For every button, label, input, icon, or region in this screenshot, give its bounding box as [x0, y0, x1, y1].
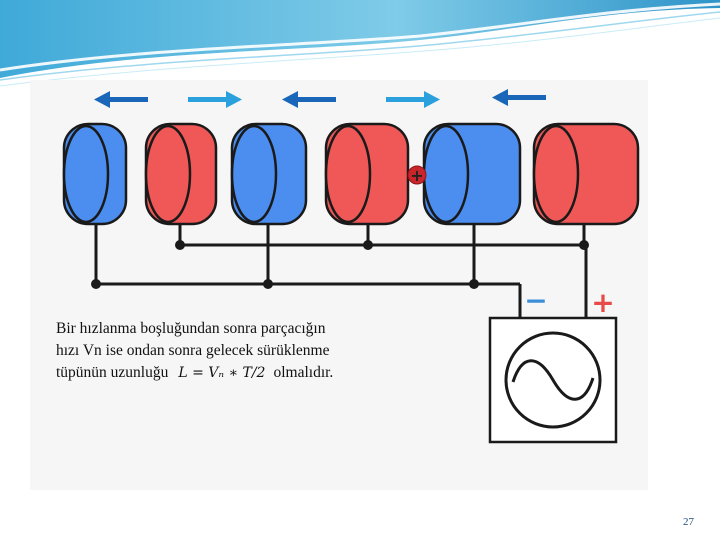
drift-tube-6 [532, 122, 640, 226]
caption-line-3: tüpünün uzunluğu L = Vₙ ∗ T/2 olmalıdır. [56, 362, 476, 384]
length-formula: L = Vₙ ∗ T/2 [178, 365, 266, 381]
minus-terminal-label: − [524, 284, 547, 317]
drift-tube-1 [62, 122, 128, 226]
arrow-right-4 [386, 91, 440, 108]
arrow-left-5 [492, 89, 546, 106]
caption-line-3-end: olmalıdır. [273, 364, 334, 381]
wiring [94, 224, 588, 318]
caption-line-3-start: tüpünün uzunluğu [56, 364, 169, 381]
drift-tube-4 [324, 122, 410, 226]
wire-junctions [91, 240, 589, 289]
arrow-left-3 [282, 91, 336, 108]
arrow-left-1 [94, 91, 148, 108]
caption-line-1: Bir hızlanma boşluğundan sonra parçacığı… [56, 320, 326, 337]
caption-line-2: hızı Vn ise ondan sonra gelecek sürüklen… [56, 342, 330, 359]
particle: + [407, 165, 427, 185]
drift-tube-5 [422, 122, 522, 226]
header-wave-decoration [0, 0, 720, 87]
drift-tube-2 [144, 122, 218, 226]
sine-wave-icon [511, 359, 595, 401]
particle-charge-label: + [410, 166, 423, 185]
ac-source [488, 316, 618, 444]
caption-text: Bir hızlanma boşluğundan sonra parçacığı… [56, 318, 476, 384]
drift-tube-3 [230, 122, 308, 226]
arrow-right-2 [188, 91, 242, 108]
plus-terminal-label: + [591, 286, 614, 319]
slide-number: 27 [683, 516, 694, 528]
